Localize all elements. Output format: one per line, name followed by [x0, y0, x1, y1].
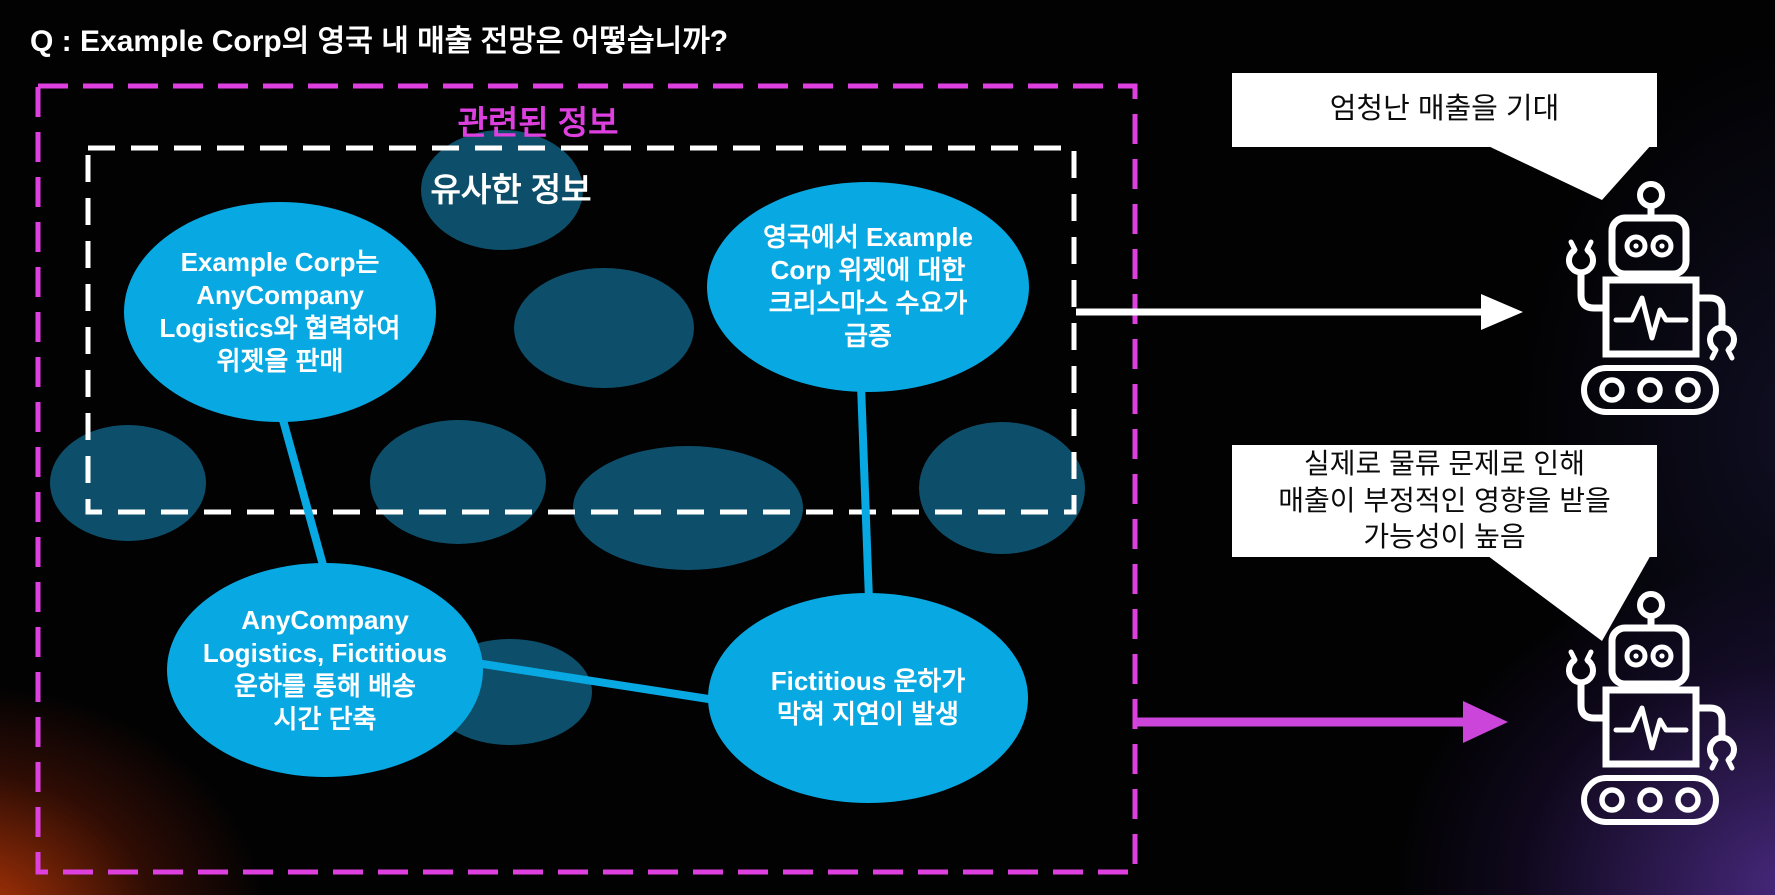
similar-info-arrow — [1076, 294, 1523, 330]
robot-icon — [1566, 591, 1737, 825]
graph-node-canal-shipping-label: AnyCompany Logistics, Fictitious 운하를 통해 … — [202, 604, 448, 735]
graph-node-canal-blocked-label: Fictitious 운하가 막혀 지연이 발생 — [770, 665, 966, 729]
graph-edge — [279, 418, 327, 567]
graph-edge — [469, 658, 716, 704]
graph-node-xmas-demand — [707, 182, 1029, 392]
similar-info-box — [85, 145, 1077, 515]
dim-node — [370, 420, 546, 544]
robot-icon — [1566, 181, 1737, 415]
graph-node-partnership-label: Example Corp는 AnyCompany Logistics와 협력하여… — [159, 246, 401, 377]
graph-node-xmas-demand-label: 영국에서 Example Corp 위젯에 대한 크리스마스 수요가 급증 — [763, 221, 973, 352]
related-info-arrow — [1136, 701, 1508, 743]
graph-node-canal-shipping — [167, 563, 483, 777]
dim-node — [573, 446, 803, 570]
similar-info-label: 유사한 정보 — [430, 171, 592, 208]
graph-node-partnership — [124, 202, 436, 422]
related-info-label: 관련된 정보 — [457, 104, 619, 141]
speech-bubble-2: 실제로 물류 문제로 인해 매출이 부정적인 영향을 받을 가능성이 높음 — [1232, 445, 1657, 557]
graph-edge — [857, 384, 873, 601]
dim-node — [50, 425, 206, 541]
speech-bubble-tail — [1484, 144, 1652, 200]
dim-node — [919, 422, 1085, 554]
related-info-box — [35, 83, 1138, 875]
slide-title: Q : Example Corp의 영국 내 매출 전망은 어떻습니까? — [30, 25, 729, 58]
graph-node-canal-blocked — [708, 593, 1028, 803]
speech-bubble-1: 엄청난 매출을 기대 — [1232, 73, 1657, 147]
speech-bubble-tail — [1484, 553, 1652, 641]
dim-node — [514, 268, 694, 388]
dim-node — [421, 130, 583, 250]
